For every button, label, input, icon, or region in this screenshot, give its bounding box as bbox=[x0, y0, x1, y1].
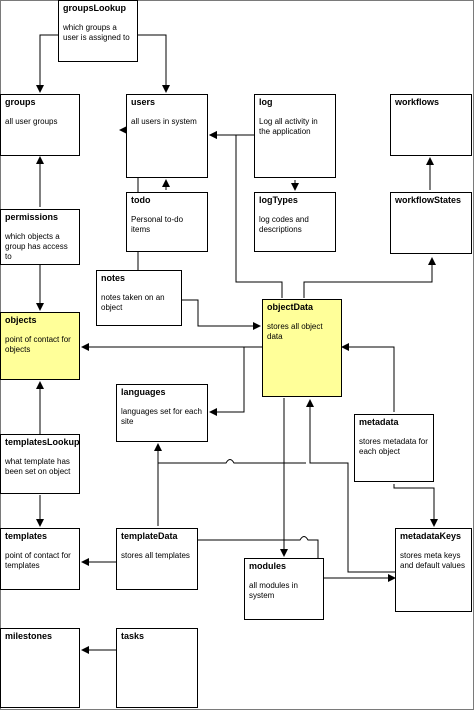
edge-objectdata-users bbox=[209, 131, 283, 298]
entity-name: languages bbox=[121, 387, 166, 397]
entity-permissions: permissions which objects a group has ac… bbox=[0, 209, 80, 265]
entity-name: log bbox=[259, 97, 273, 107]
entity-metadatakeys: metadataKeys stores meta keys and defaul… bbox=[395, 528, 472, 612]
entity-name: users bbox=[131, 97, 156, 107]
entity-name: groups bbox=[5, 97, 36, 107]
entity-objectdata: objectData stores all object data bbox=[262, 299, 342, 397]
entity-description: point of contact for templates bbox=[5, 551, 71, 570]
entity-name: templatesLookup bbox=[5, 437, 80, 447]
entity-description: stores all templates bbox=[121, 551, 190, 560]
entity-description: all users in system bbox=[131, 117, 197, 126]
entity-templateslookup: templatesLookup what template has been s… bbox=[0, 434, 80, 494]
entity-logtypes: logTypes log codes and descriptions bbox=[254, 192, 336, 252]
entity-description: which groups a user is assigned to bbox=[63, 23, 130, 42]
entity-description: stores meta keys and default values bbox=[400, 551, 465, 570]
entity-objects: objects point of contact for objects bbox=[0, 312, 80, 380]
entity-name: templateData bbox=[121, 531, 178, 541]
entity-name: modules bbox=[249, 561, 287, 571]
entity-name: workflowStates bbox=[395, 195, 462, 205]
entity-name: groupsLookup bbox=[63, 3, 126, 13]
entity-groupslookup: groupsLookup which groups a user is assi… bbox=[58, 0, 138, 62]
edge-groupslookup-groups bbox=[36, 34, 60, 93]
entity-templates: templates point of contact for templates bbox=[0, 528, 80, 590]
entity-description: which objects a group has access to bbox=[5, 232, 68, 261]
entity-name: metadataKeys bbox=[400, 531, 462, 541]
entity-description: stores metadata for each object bbox=[359, 437, 428, 456]
entity-templatedata: templateData stores all templates bbox=[116, 528, 198, 590]
entity-description: all modules in system bbox=[249, 581, 298, 600]
entity-description: what template has been set on object bbox=[5, 457, 71, 476]
edge-objectdata-languages bbox=[209, 347, 245, 416]
entity-description: Log all activity in the application bbox=[259, 117, 318, 136]
edge-metadata-metadatakeys bbox=[393, 484, 438, 527]
edge-groupslookup-users bbox=[138, 34, 170, 93]
entity-users: users all users in system bbox=[126, 94, 208, 178]
edge-templatedata-metadatakeys bbox=[198, 536, 396, 582]
entity-groups: groups all user groups bbox=[0, 94, 80, 156]
entity-description: notes taken on an object bbox=[101, 293, 165, 312]
entity-description: point of contact for objects bbox=[5, 335, 71, 354]
entity-notes: notes notes taken on an object bbox=[96, 270, 182, 326]
edge-metadatakeys-objectdata bbox=[306, 399, 395, 573]
entity-tasks: tasks bbox=[116, 628, 198, 708]
entity-name: logTypes bbox=[259, 195, 298, 205]
entity-description: stores all object data bbox=[267, 322, 323, 341]
entity-log: log Log all activity in the application bbox=[254, 94, 336, 178]
entity-name: workflows bbox=[395, 97, 440, 107]
entity-name: permissions bbox=[5, 212, 59, 222]
entity-name: notes bbox=[101, 273, 126, 283]
entity-name: tasks bbox=[121, 631, 145, 641]
entity-name: objects bbox=[5, 315, 37, 325]
entity-modules: modules all modules in system bbox=[244, 558, 324, 620]
entity-description: log codes and descriptions bbox=[259, 215, 309, 234]
entity-metadata: metadata stores metadata for each object bbox=[354, 414, 434, 482]
edge-objectdata-workflowstates bbox=[303, 257, 436, 298]
entity-languages: languages languages set for each site bbox=[116, 384, 208, 442]
entity-description: Personal to-do items bbox=[131, 215, 184, 234]
entity-name: templates bbox=[5, 531, 48, 541]
edge-metadata-objectdata bbox=[341, 343, 395, 412]
edge-objectdata-templatedata bbox=[158, 459, 306, 464]
entity-todo: todo Personal to-do items bbox=[126, 192, 208, 252]
edge-notes-objectdata bbox=[182, 299, 261, 330]
entity-workflows: workflows bbox=[390, 94, 472, 156]
entity-milestones: milestones bbox=[0, 628, 80, 708]
entity-name: todo bbox=[131, 195, 151, 205]
entity-name: metadata bbox=[359, 417, 399, 427]
entity-workflowstates: workflowStates bbox=[390, 192, 472, 254]
entity-name: objectData bbox=[267, 302, 314, 312]
entity-description: languages set for each site bbox=[121, 407, 202, 426]
entity-description: all user groups bbox=[5, 117, 58, 126]
entity-name: milestones bbox=[5, 631, 53, 641]
